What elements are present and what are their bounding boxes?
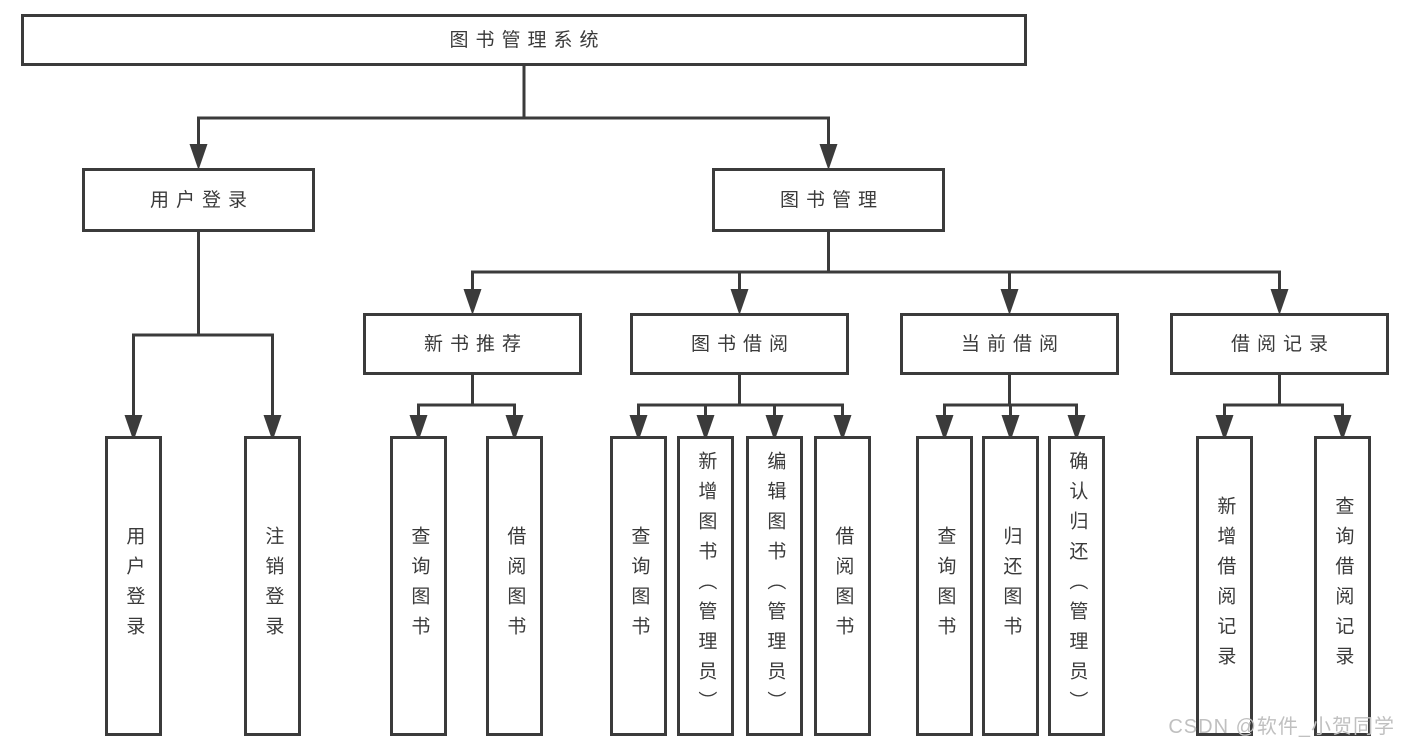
node-book-borrow: 图书借阅 xyxy=(630,313,849,375)
node-borrow-records: 借阅记录 xyxy=(1170,313,1389,375)
node-user-login-label: 用户登录 xyxy=(149,189,254,211)
node-new-book-recommend: 新书推荐 xyxy=(363,313,582,375)
leaf-user-login-label: 用户登录 xyxy=(123,526,145,646)
leaf-borrow-books-label: 借阅图书 xyxy=(832,526,854,646)
leaf-edit-books-admin-label: 编辑图书（管理员） xyxy=(764,451,786,721)
leaf-add-borrow-record-label: 新增借阅记录 xyxy=(1214,496,1236,676)
leaf-query-books-borrow: 查询图书 xyxy=(610,436,667,736)
leaf-add-books-admin-label: 新增图书（管理员） xyxy=(695,451,717,721)
leaf-query-borrow-record: 查询借阅记录 xyxy=(1314,436,1371,736)
leaf-return-books-label: 归还图书 xyxy=(1000,526,1022,646)
connector-book-management xyxy=(471,232,1281,292)
leaf-query-borrow-record-label: 查询借阅记录 xyxy=(1332,496,1354,676)
connector-book-borrow xyxy=(637,375,844,416)
node-root: 图书管理系统 xyxy=(21,14,1027,66)
leaf-add-books-admin: 新增图书（管理员） xyxy=(677,436,734,736)
leaf-user-login: 用户登录 xyxy=(105,436,162,736)
leaf-add-borrow-record: 新增借阅记录 xyxy=(1196,436,1253,736)
leaf-query-books-recommend-label: 查询图书 xyxy=(408,526,430,646)
leaf-logout-login-label: 注销登录 xyxy=(262,526,284,646)
leaf-query-books-current-label: 查询图书 xyxy=(934,526,956,646)
leaf-borrow-books-recommend: 借阅图书 xyxy=(486,436,543,736)
connector-root xyxy=(197,64,830,150)
node-book-borrow-label: 图书借阅 xyxy=(690,333,795,355)
node-new-book-recommend-label: 新书推荐 xyxy=(423,333,528,355)
connector-new-book-recommend xyxy=(417,375,516,416)
node-root-label: 图书管理系统 xyxy=(449,29,606,51)
node-book-management: 图书管理 xyxy=(712,168,945,232)
connector-current-borrow xyxy=(943,375,1078,416)
leaf-borrow-books-recommend-label: 借阅图书 xyxy=(504,526,526,646)
leaf-logout-login: 注销登录 xyxy=(244,436,301,736)
connector-user-login xyxy=(132,232,274,415)
node-user-login: 用户登录 xyxy=(82,168,315,232)
leaf-confirm-return-admin: 确认归还（管理员） xyxy=(1048,436,1105,736)
leaf-return-books: 归还图书 xyxy=(982,436,1039,736)
leaf-borrow-books: 借阅图书 xyxy=(814,436,871,736)
leaf-edit-books-admin: 编辑图书（管理员） xyxy=(746,436,803,736)
leaf-confirm-return-admin-label: 确认归还（管理员） xyxy=(1066,451,1088,721)
node-current-borrow-label: 当前借阅 xyxy=(960,333,1065,355)
leaf-query-books-current: 查询图书 xyxy=(916,436,973,736)
node-current-borrow: 当前借阅 xyxy=(900,313,1119,375)
leaf-query-books-borrow-label: 查询图书 xyxy=(628,526,650,646)
node-book-management-label: 图书管理 xyxy=(779,189,884,211)
leaf-query-books-recommend: 查询图书 xyxy=(390,436,447,736)
node-borrow-records-label: 借阅记录 xyxy=(1230,333,1335,355)
connector-borrow-records xyxy=(1223,375,1344,416)
